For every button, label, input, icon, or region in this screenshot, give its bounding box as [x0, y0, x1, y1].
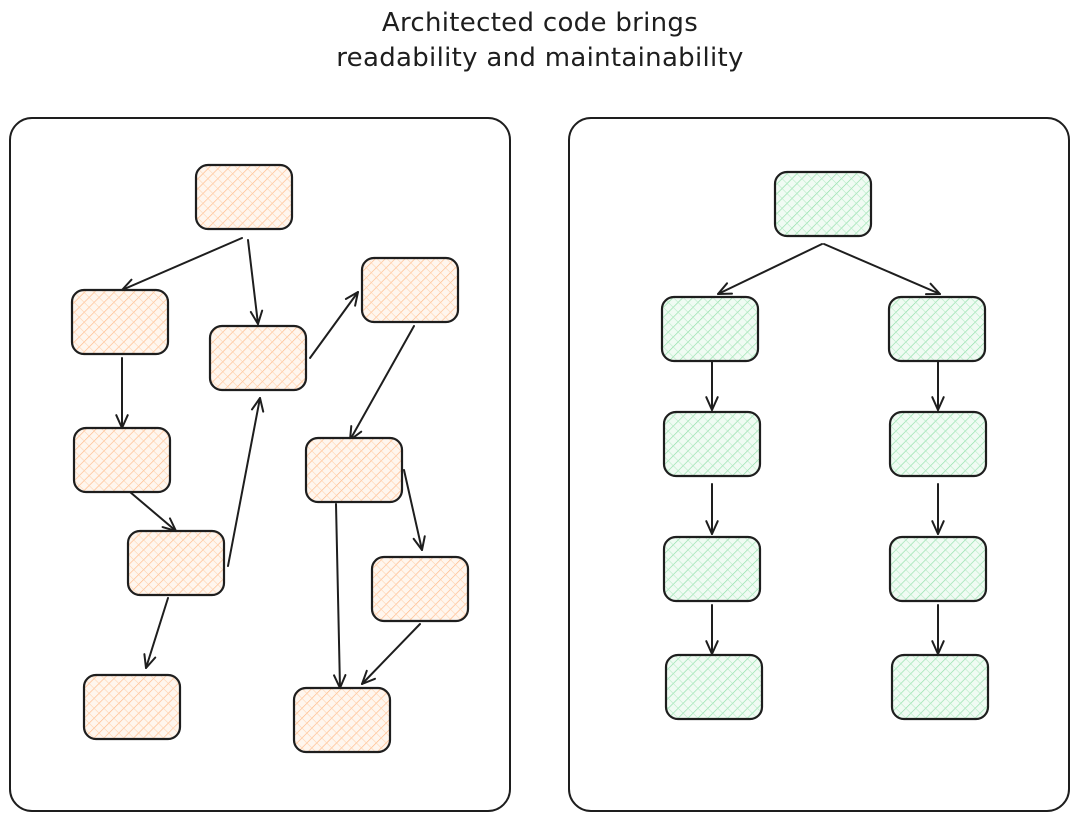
messy-arrow-m6-m7 [403, 469, 426, 551]
clean-node-1 [660, 295, 760, 363]
clean-arrow-c3-c5 [705, 483, 719, 535]
messy-node-0 [194, 163, 294, 231]
messy-node-4 [72, 426, 172, 494]
messy-panel [9, 117, 511, 812]
clean-node-6 [888, 535, 988, 603]
clean-panel [568, 117, 1070, 812]
messy-arrow-m2-m3 [309, 291, 359, 359]
clean-node-5 [662, 535, 762, 603]
messy-arrow-m4-m5 [129, 491, 177, 532]
clean-arrow-c4-c6 [931, 483, 945, 535]
clean-node-7 [664, 653, 764, 721]
clean-node-3 [662, 410, 762, 478]
clean-node-4 [888, 410, 988, 478]
clean-arrow-c2-c4 [931, 361, 945, 411]
messy-node-5 [126, 529, 226, 597]
clean-arrow-c0-c2 [823, 243, 941, 296]
messy-arrow-m7-m9 [361, 623, 421, 685]
title-line-1: Architected code brings [381, 8, 699, 38]
clean-arrow-c5-c7 [705, 604, 719, 655]
clean-node-2 [887, 295, 987, 363]
messy-node-6 [304, 436, 404, 504]
messy-node-9 [292, 686, 392, 754]
messy-arrow-m5-m2 [227, 397, 265, 567]
messy-node-2 [208, 324, 308, 392]
messy-arrow-m5-m8 [143, 597, 169, 669]
messy-arrow-m1-m4 [115, 357, 129, 429]
clean-arrow-c0-c1 [717, 243, 823, 295]
diagram-title: Architected code brings readability and … [0, 6, 1080, 76]
title-line-2: readability and maintainability [336, 43, 744, 73]
clean-node-8 [890, 653, 990, 721]
messy-node-7 [370, 555, 470, 623]
messy-node-3 [360, 256, 460, 324]
messy-arrow-m3-m6 [349, 325, 415, 441]
messy-arrow-m0-m1 [121, 237, 243, 292]
messy-node-8 [82, 673, 182, 741]
clean-arrow-c6-c8 [931, 604, 945, 655]
messy-node-1 [70, 288, 170, 356]
clean-arrow-c1-c3 [705, 361, 719, 411]
messy-arrow-m0-m2 [247, 239, 264, 325]
messy-arrow-m6-m9 [333, 503, 347, 689]
clean-node-0 [773, 170, 873, 238]
